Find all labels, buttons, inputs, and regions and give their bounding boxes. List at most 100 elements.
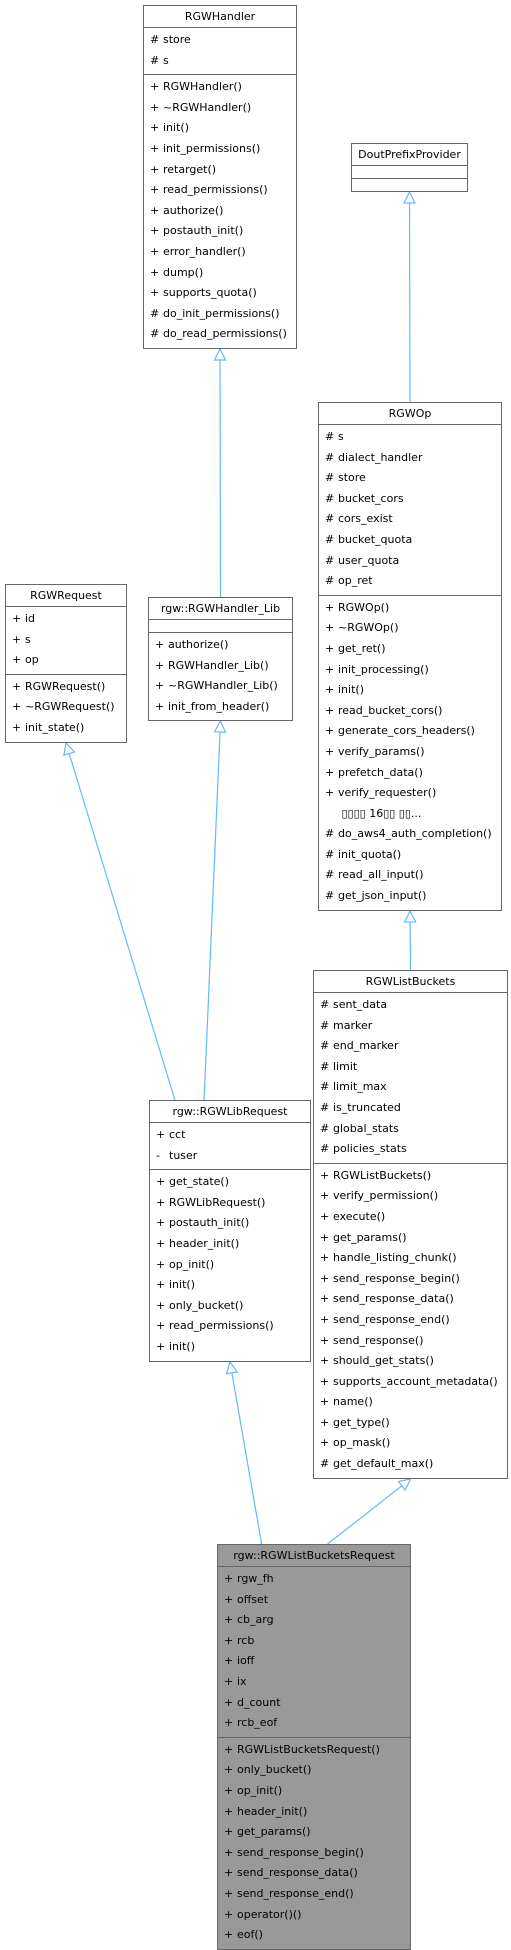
member-attribute[interactable]: #end_marker: [314, 1036, 507, 1057]
member-method[interactable]: +get_params(): [218, 1822, 410, 1843]
member-method[interactable]: +RGWListBucketsRequest(): [218, 1740, 410, 1761]
member-attribute[interactable]: +d_count: [218, 1693, 410, 1714]
class-rgwop[interactable]: RGWOp#s#dialect_handler#store#bucket_cor…: [318, 402, 502, 911]
member-method[interactable]: +supports_quota(): [144, 283, 296, 304]
member-attribute[interactable]: +rgw_fh: [218, 1569, 410, 1590]
class-title[interactable]: rgw::RGWHandler_Lib: [149, 598, 292, 620]
member-attribute[interactable]: #global_stats: [314, 1119, 507, 1140]
member-method[interactable]: +RGWListBuckets(): [314, 1166, 507, 1187]
member-method[interactable]: +verify_params(): [319, 742, 501, 763]
member-method[interactable]: +name(): [314, 1392, 507, 1413]
member-attribute[interactable]: +s: [6, 630, 126, 651]
member-method[interactable]: +init_permissions(): [144, 139, 296, 160]
member-method[interactable]: +generate_cors_headers(): [319, 721, 501, 742]
member-attribute[interactable]: #bucket_quota: [319, 530, 501, 551]
member-method[interactable]: +~RGWHandler(): [144, 98, 296, 119]
member-method[interactable]: +init_processing(): [319, 660, 501, 681]
member-method[interactable]: +handle_listing_chunk(): [314, 1248, 507, 1269]
member-attribute[interactable]: #store: [144, 30, 296, 51]
member-method[interactable]: +send_response_data(): [314, 1289, 507, 1310]
member-attribute[interactable]: +offset: [218, 1590, 410, 1611]
member-method[interactable]: +get_ret(): [319, 639, 501, 660]
member-method[interactable]: +authorize(): [149, 635, 292, 656]
member-method[interactable]: +send_response_end(): [218, 1884, 410, 1905]
member-method[interactable]: +only_bucket(): [150, 1296, 310, 1317]
member-attribute[interactable]: +ix: [218, 1672, 410, 1693]
member-method[interactable]: +read_bucket_cors(): [319, 701, 501, 722]
member-attribute[interactable]: #store: [319, 468, 501, 489]
member-attribute[interactable]: +cct: [150, 1125, 310, 1146]
member-method[interactable]: +operator()(): [218, 1905, 410, 1926]
member-method[interactable]: +verify_requester(): [319, 783, 501, 804]
member-method[interactable]: #read_all_input(): [319, 865, 501, 886]
member-attribute[interactable]: +cb_arg: [218, 1610, 410, 1631]
member-method[interactable]: +~RGWRequest(): [6, 697, 126, 718]
member-method[interactable]: #get_json_input(): [319, 886, 501, 907]
member-attribute[interactable]: #sent_data: [314, 995, 507, 1016]
member-method[interactable]: +op_mask(): [314, 1433, 507, 1454]
member-method[interactable]: +init(): [144, 118, 296, 139]
class-rgwrequest[interactable]: RGWRequest+id+s+op+RGWRequest()+~RGWRequ…: [5, 584, 127, 743]
member-method[interactable]: +init_from_header(): [149, 697, 292, 718]
member-method[interactable]: +header_init(): [150, 1234, 310, 1255]
member-method[interactable]: #do_init_permissions(): [144, 304, 296, 325]
member-method[interactable]: +op_init(): [218, 1781, 410, 1802]
member-method[interactable]: +RGWHandler_Lib(): [149, 656, 292, 677]
member-method[interactable]: #get_default_max(): [314, 1454, 507, 1475]
member-attribute[interactable]: +op: [6, 650, 126, 671]
member-attribute[interactable]: +rcb: [218, 1631, 410, 1652]
member-method[interactable]: ▯▯▯▯ 16▯▯ ▯▯...: [319, 804, 501, 825]
member-method[interactable]: +init(): [150, 1337, 310, 1358]
member-attribute[interactable]: #marker: [314, 1016, 507, 1037]
class-title[interactable]: RGWOp: [319, 403, 501, 425]
member-method[interactable]: +init(): [319, 680, 501, 701]
member-method[interactable]: +read_permissions(): [150, 1316, 310, 1337]
member-method[interactable]: +send_response_data(): [218, 1863, 410, 1884]
class-title[interactable]: RGWRequest: [6, 585, 126, 607]
member-attribute[interactable]: #s: [319, 427, 501, 448]
member-attribute[interactable]: -tuser: [150, 1146, 310, 1167]
class-title[interactable]: DoutPrefixProvider: [352, 144, 467, 166]
member-method[interactable]: +prefetch_data(): [319, 763, 501, 784]
member-method[interactable]: +authorize(): [144, 201, 296, 222]
member-method[interactable]: +read_permissions(): [144, 180, 296, 201]
member-method[interactable]: +dump(): [144, 263, 296, 284]
member-attribute[interactable]: #policies_stats: [314, 1139, 507, 1160]
member-method[interactable]: +postauth_init(): [144, 221, 296, 242]
member-method[interactable]: +supports_account_metadata(): [314, 1372, 507, 1393]
member-method[interactable]: +RGWLibRequest(): [150, 1193, 310, 1214]
class-title[interactable]: rgw::RGWLibRequest: [150, 1101, 310, 1123]
member-method[interactable]: +verify_permission(): [314, 1186, 507, 1207]
member-attribute[interactable]: #op_ret: [319, 571, 501, 592]
member-method[interactable]: +RGWOp(): [319, 598, 501, 619]
member-method[interactable]: +init_state(): [6, 718, 126, 739]
member-attribute[interactable]: #dialect_handler: [319, 448, 501, 469]
member-attribute[interactable]: +rcb_eof: [218, 1713, 410, 1734]
member-method[interactable]: +send_response_begin(): [218, 1843, 410, 1864]
class-title[interactable]: rgw::RGWListBucketsRequest: [218, 1545, 410, 1567]
class-rgwlibrequest[interactable]: rgw::RGWLibRequest+cct-tuser+get_state()…: [149, 1100, 311, 1362]
member-method[interactable]: +send_response_end(): [314, 1310, 507, 1331]
member-attribute[interactable]: #user_quota: [319, 551, 501, 572]
member-attribute[interactable]: #bucket_cors: [319, 489, 501, 510]
class-rgwhandlerlib[interactable]: rgw::RGWHandler_Lib+authorize()+RGWHandl…: [148, 597, 293, 721]
member-method[interactable]: +~RGWOp(): [319, 618, 501, 639]
class-rgwlistbucketsrequest[interactable]: rgw::RGWListBucketsRequest+rgw_fh+offset…: [217, 1544, 411, 1950]
member-method[interactable]: +error_handler(): [144, 242, 296, 263]
member-method[interactable]: +eof(): [218, 1925, 410, 1946]
class-title[interactable]: RGWListBuckets: [314, 971, 507, 993]
member-method[interactable]: +get_state(): [150, 1172, 310, 1193]
member-attribute[interactable]: #limit: [314, 1057, 507, 1078]
member-method[interactable]: #init_quota(): [319, 845, 501, 866]
member-method[interactable]: +retarget(): [144, 160, 296, 181]
member-method[interactable]: +get_params(): [314, 1228, 507, 1249]
member-method[interactable]: +postauth_init(): [150, 1213, 310, 1234]
member-method[interactable]: +send_response(): [314, 1331, 507, 1352]
member-method[interactable]: #do_read_permissions(): [144, 324, 296, 345]
member-method[interactable]: +get_type(): [314, 1413, 507, 1434]
class-rgwhandler[interactable]: RGWHandler#store#s+RGWHandler()+~RGWHand…: [143, 5, 297, 349]
member-attribute[interactable]: #limit_max: [314, 1077, 507, 1098]
member-attribute[interactable]: #cors_exist: [319, 509, 501, 530]
member-method[interactable]: +~RGWHandler_Lib(): [149, 676, 292, 697]
member-method[interactable]: +RGWHandler(): [144, 77, 296, 98]
